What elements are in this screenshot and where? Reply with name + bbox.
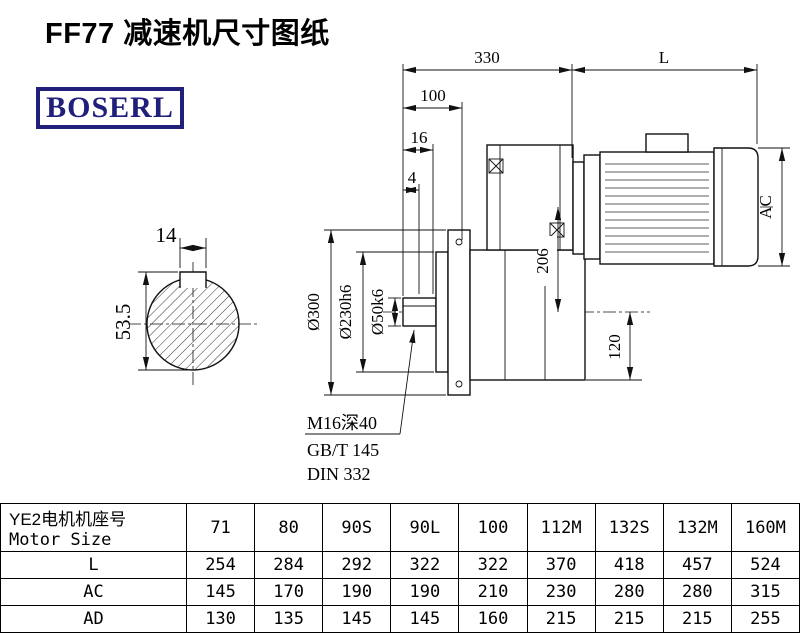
dim-key-width: 14 [156, 223, 178, 247]
table-cell: 284 [254, 551, 324, 579]
size-header-cell: 90S [322, 503, 392, 552]
table-cell: 524 [730, 551, 800, 579]
table-cell: 418 [594, 551, 664, 579]
size-header-cell: 90L [390, 503, 460, 552]
table-cell: 255 [730, 605, 800, 633]
dimension-drawing: 14 53.5 [111, 48, 790, 484]
dim-shaft-diameter: Ø50k6 [368, 289, 387, 335]
table-cell: 322 [390, 551, 460, 579]
table-cell: 215 [662, 605, 732, 633]
table-cell: 315 [730, 578, 800, 606]
shaft-cross-section-view: 14 53.5 [111, 223, 258, 386]
table-cell: 280 [662, 578, 732, 606]
gear-housing-lower [469, 249, 586, 381]
dim-spigot-diameter: Ø230h6 [336, 285, 355, 340]
dimension-table: YE2电机机座号 Motor Size 71 80 90S 90L 100 11… [0, 503, 800, 633]
table-header-row: YE2电机机座号 Motor Size 71 80 90S 90L 100 11… [0, 503, 800, 552]
table-cell: 145 [322, 605, 392, 633]
table-row-AD: AD 130 135 145 145 160 215 215 215 255 [0, 605, 800, 633]
flange-spigot [435, 251, 449, 373]
size-header-cell: 112M [526, 503, 596, 552]
size-header-cell: 100 [458, 503, 528, 552]
table-cell: 292 [322, 551, 392, 579]
dimension-annotations: 330 L 100 16 4 AC 206 120 [304, 48, 790, 396]
dim-206: 206 [533, 248, 552, 274]
table-cell: 370 [526, 551, 596, 579]
table-cell: 230 [526, 578, 596, 606]
motor-terminal-box [645, 133, 689, 153]
table-cell: 280 [594, 578, 664, 606]
section-mark [488, 158, 504, 174]
motor-size-header-cn: YE2电机机座号 [9, 510, 127, 529]
dim-flange-diameter: Ø300 [304, 293, 323, 331]
dim-4: 4 [408, 168, 417, 187]
motor-size-header-en: Motor Size [9, 530, 112, 550]
table-cell: 130 [185, 605, 256, 633]
reducer-main-view [383, 133, 776, 396]
table-cell: 210 [458, 578, 528, 606]
table-row-L: L 254 284 292 322 322 370 418 457 524 [0, 551, 800, 579]
keyway-notch [179, 271, 207, 288]
note-gbt145: GB/T 145 [307, 440, 379, 460]
dim-AC: AC [756, 195, 775, 219]
motor-adapter-flange [583, 154, 601, 260]
dim-120: 120 [605, 334, 624, 360]
table-cell: 145 [390, 605, 460, 633]
motor-size-header: YE2电机机座号 Motor Size [0, 503, 187, 552]
shaft-bore-circle [146, 277, 240, 371]
motor-fan-cowl [713, 147, 759, 267]
table-cell: 322 [458, 551, 528, 579]
note-m16: M16深40 [307, 413, 377, 433]
size-header-cell: 132M [662, 503, 732, 552]
table-cell: 160 [458, 605, 528, 633]
tapped-hole-note: M16深40 GB/T 145 DIN 332 [305, 329, 416, 484]
table-cell: 145 [185, 578, 256, 606]
table-cell: 457 [662, 551, 732, 579]
row-label: L [0, 551, 187, 579]
output-flange [447, 229, 471, 396]
size-header-cell: 160M [730, 503, 800, 552]
logo-text: BOSERL [46, 91, 174, 124]
table-cell: 190 [322, 578, 392, 606]
row-label: AC [0, 578, 187, 606]
page-title: FF77 减速机尺寸图纸 [45, 18, 330, 50]
motor-adapter [572, 161, 585, 255]
size-header-cell: 132S [594, 503, 664, 552]
dim-bore-key-height: 53.5 [111, 304, 135, 341]
boserl-logo: BOSERL [36, 87, 184, 129]
dim-100: 100 [420, 86, 446, 105]
table-cell: 190 [390, 578, 460, 606]
table-row-AC: AC 145 170 190 190 210 230 280 280 315 [0, 578, 800, 606]
table-cell: 215 [526, 605, 596, 633]
note-din332: DIN 332 [307, 464, 371, 484]
table-cell: 254 [185, 551, 256, 579]
dim-L: L [659, 48, 669, 67]
dim-330: 330 [474, 48, 500, 67]
motor-cooling-fins [605, 157, 709, 259]
table-cell: 135 [254, 605, 324, 633]
table-cell: 170 [254, 578, 324, 606]
table-cell: 215 [594, 605, 664, 633]
row-label: AD [0, 605, 187, 633]
size-header-cell: 80 [254, 503, 324, 552]
output-shaft [402, 297, 437, 327]
size-header-cell: 71 [185, 503, 256, 552]
dim-16: 16 [411, 128, 428, 147]
